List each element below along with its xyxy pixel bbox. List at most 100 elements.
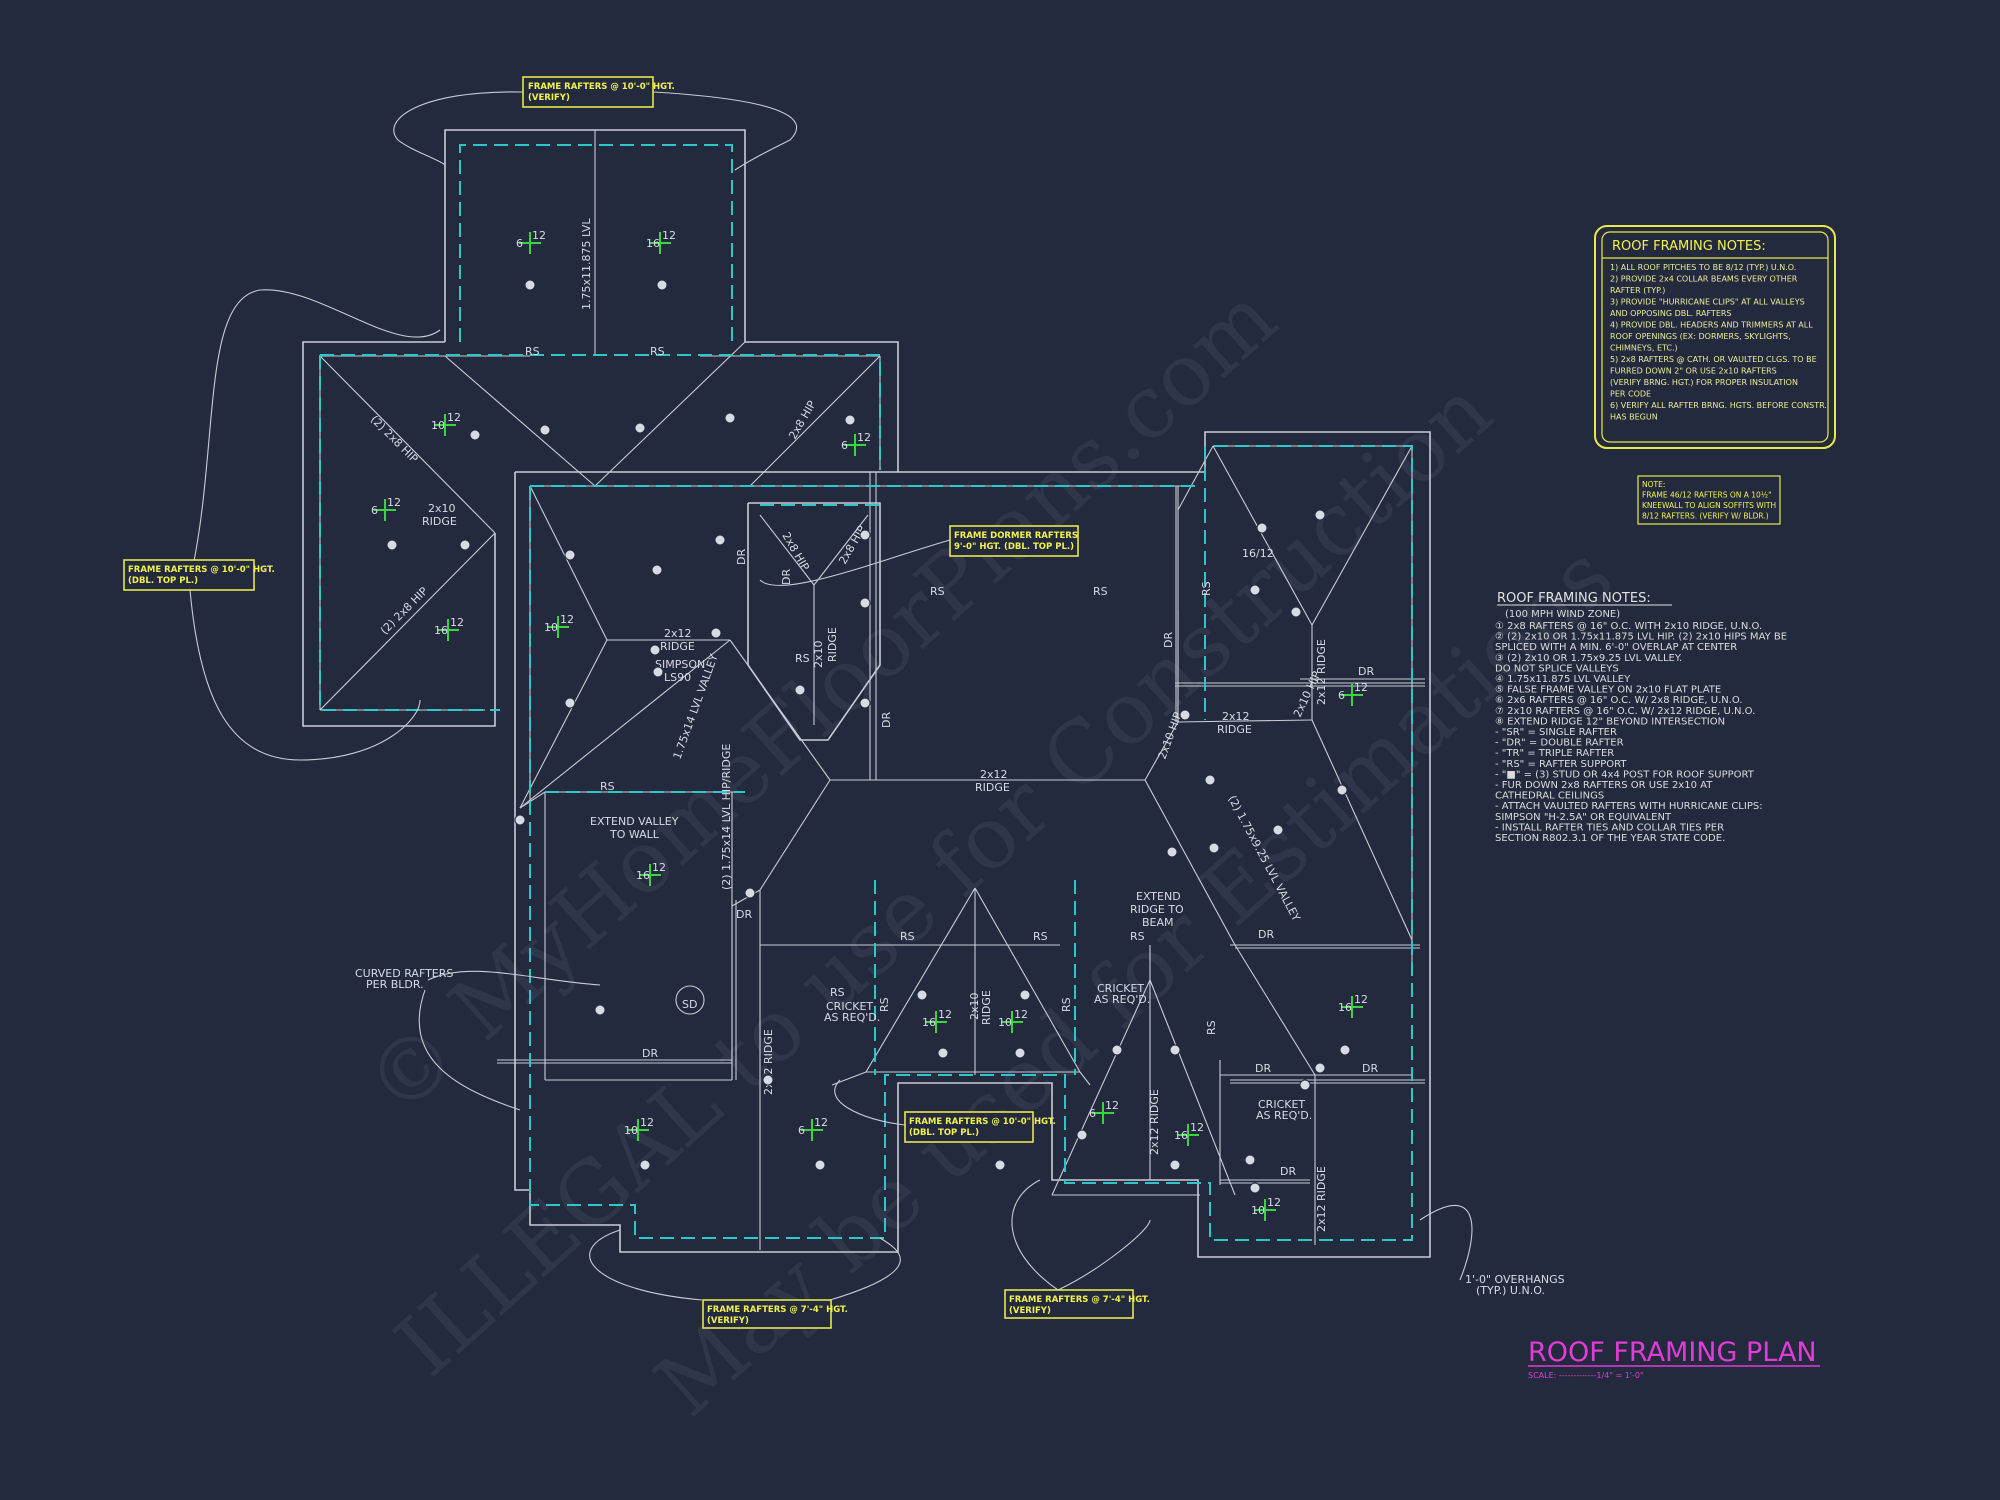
rafter-tag-circle <box>564 549 576 561</box>
framing-note-item: DO NOT SPLICE VALLEYS <box>1495 663 1619 674</box>
label-cricket-3: CRICKET <box>1258 1098 1305 1111</box>
label-hip-right-top: 2x8 HIP <box>786 398 819 441</box>
rafter-tag-circle <box>564 697 576 709</box>
label-lvl-hip-ridge: (2) 1.75x14 LVL HIP/RIDGE <box>720 744 733 890</box>
label-cricket-1: CRICKET <box>826 1000 873 1013</box>
framing-note-item: ⑦ 2x10 RAFTERS @ 16" O.C. W/ 2x12 RIDGE,… <box>1495 706 1755 717</box>
framing-note-item: - "RS" = RAFTER SUPPORT <box>1495 759 1627 770</box>
rafter-tag-circle <box>1249 584 1261 596</box>
label-dr-2: DR <box>642 1047 658 1060</box>
label-dr-4: DR <box>780 569 793 585</box>
pitch-rise: 12 <box>1267 1196 1281 1209</box>
label-rs-5: RS <box>930 585 945 598</box>
label-hip-left-bottom: (2) 2x8 HIP <box>378 584 431 637</box>
rafter-tag-circle <box>1204 774 1216 786</box>
kneewall-note-line: KNEEWALL TO ALIGN SOFFITS WITH <box>1642 501 1776 510</box>
pitch-run: 6 <box>1089 1107 1096 1120</box>
framing-note-item: SIMPSON "H-2.5A" OR EQUIVALENT <box>1495 812 1672 823</box>
callout-top-line-2: (VERIFY) <box>528 93 570 103</box>
label-lsso: LS90 <box>664 671 691 684</box>
pitch-run: 10 <box>1251 1204 1265 1217</box>
label-rs-10: RS <box>1130 930 1145 943</box>
pitch-run: 16 <box>1174 1129 1188 1142</box>
label-rs-11: RS <box>830 986 845 999</box>
label-ridge-word-right: RIDGE <box>1217 723 1252 736</box>
pitch-rise: 12 <box>1354 681 1368 694</box>
notes-box-item: PER CODE <box>1610 390 1651 399</box>
framing-notes-subtitle: (100 MPH WIND ZONE) <box>1505 609 1620 620</box>
pitch-run: 16 <box>922 1016 936 1029</box>
label-as-reqd-2: AS REQ'D. <box>1094 993 1150 1006</box>
rafter-tag-circle <box>1256 522 1268 534</box>
callout-bottom-left: FRAME RAFTERS @ 7'-4" HGT. (VERIFY) <box>702 1299 848 1329</box>
notes-box-item: 4) PROVIDE DBL. HEADERS AND TRIMMERS AT … <box>1610 321 1813 330</box>
rafter-tag-circle <box>514 814 526 826</box>
rafter-tag-circle <box>1076 1129 1088 1141</box>
label-slash-16-12: 16/12 <box>1242 547 1274 560</box>
pitch-rise: 12 <box>560 613 574 626</box>
framing-note-item: ⑧ EXTEND RIDGE 12" BEYOND INTERSECTION <box>1495 716 1725 727</box>
pitch-rise: 12 <box>814 1116 828 1129</box>
label-ridge-2x12-center-left: 2x12 <box>664 627 692 640</box>
callout-left-line-2: (DBL. TOP PL.) <box>128 576 198 586</box>
pitch-run: 6 <box>1338 689 1345 702</box>
rafter-tag-circle <box>1179 709 1191 721</box>
pitch-rise: 12 <box>447 411 461 424</box>
label-ridge-2x12-center: 2x12 <box>980 768 1008 781</box>
framing-note-item: - "SR" = SINGLE RAFTER <box>1495 727 1617 738</box>
leader-lines <box>189 91 1473 1301</box>
framing-note-item: - "DR" = DOUBLE RAFTER <box>1495 738 1624 749</box>
notes-box-item: RAFTER (TYP.) <box>1610 286 1665 295</box>
notes-box-title: ROOF FRAMING NOTES: <box>1612 239 1766 254</box>
kneewall-note-line: 8/12 RAFTERS. (VERIFY W/ BLDR.) <box>1642 512 1769 521</box>
rafter-tag-circle <box>916 989 928 1001</box>
pitch-rise: 12 <box>532 229 546 242</box>
rafter-tag-circle <box>1208 842 1220 854</box>
rafter-tag-circle <box>469 429 481 441</box>
label-ridge-dormer: 2x10 <box>812 640 825 668</box>
label-dr-5: DR <box>880 712 893 728</box>
watermark: © MyHomeFloorPlans.com ILLEGAL to use fo… <box>347 268 1632 1436</box>
callout-left: FRAME RAFTERS @ 10'-0" HGT. (DBL. TOP PL… <box>123 559 275 591</box>
rafter-tag-circle <box>744 887 756 899</box>
rafter-tag-circle <box>1290 606 1302 618</box>
framing-note-item: ⑥ 2x6 RAFTERS @ 16" O.C. W/ 2x8 RIDGE, U… <box>1495 695 1743 706</box>
kneewall-note-line: FRAME 46/12 RAFTERS ON A 10½" <box>1642 491 1772 500</box>
pitch-rise: 12 <box>450 616 464 629</box>
callout-bottom-right-line-1: FRAME RAFTERS @ 7'-4" HGT. <box>1009 1295 1150 1305</box>
sd-circle <box>675 985 705 1015</box>
label-ridge-far-right: 2x12 RIDGE <box>1315 639 1328 705</box>
pitch-marker: 12 6 <box>1338 681 1368 706</box>
framing-note-item: - "■" = (3) STUD OR 4x4 POST FOR ROOF SU… <box>1495 769 1755 780</box>
label-dr-10: DR <box>1362 1062 1378 1075</box>
plan-title: ROOF FRAMING PLAN <box>1528 1337 1817 1368</box>
notes-box-item: ROOF OPENINGS (EX: DORMERS, SKYLIGHTS, <box>1610 332 1791 341</box>
label-cricket-2: CRICKET <box>1097 982 1144 995</box>
rafter-tag-circle <box>1314 1062 1326 1074</box>
framing-note-item: ② (2) 2x10 OR 1.75x11.875 LVL HIP. (2) 2… <box>1495 632 1787 643</box>
callout-dormer-line-2: 9'-0" HGT. (DBL. TOP PL.) <box>954 542 1074 552</box>
rafter-tag-circle <box>1249 1182 1261 1194</box>
rafter-tag-circle <box>1014 1047 1026 1059</box>
label-extend-valley: EXTEND VALLEY <box>590 815 679 828</box>
framing-notes-title: ROOF FRAMING NOTES: <box>1497 591 1651 606</box>
pitch-run: 16 <box>1338 1001 1352 1014</box>
rafter-tag-circle <box>1169 1044 1181 1056</box>
rafter-tag-circle <box>994 1159 1006 1171</box>
label-simpson: SIMPSON <box>655 658 705 671</box>
label-ridge-word-center: RIDGE <box>975 781 1010 794</box>
label-extend-ridge: EXTEND <box>1136 890 1181 903</box>
notes-box-item: AND OPPOSING DBL. RAFTERS <box>1610 309 1732 318</box>
pitch-run: 16 <box>434 624 448 637</box>
rafter-tag-circle <box>762 1074 774 1086</box>
label-dr-1: DR <box>736 908 752 921</box>
kneewall-note: NOTE:FRAME 46/12 RAFTERS ON A 10½"KNEEWA… <box>1637 475 1781 525</box>
wall-lines <box>319 144 1413 1241</box>
callout-dormer-line-1: FRAME DORMER RAFTERS <box>954 531 1078 541</box>
pitch-run: 10 <box>544 621 558 634</box>
